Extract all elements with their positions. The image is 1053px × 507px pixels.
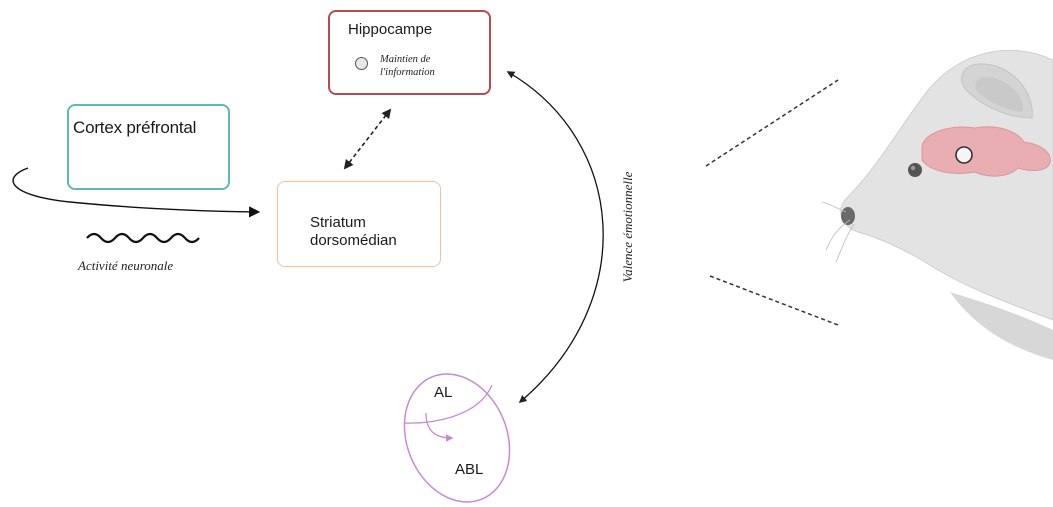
al-label: AL	[434, 384, 453, 401]
wave-icon	[86, 232, 200, 244]
amygdala-outline	[403, 373, 511, 503]
striatum-label: Striatum dorsomédian	[310, 214, 397, 250]
striatum-label-line2: dorsomédian	[310, 232, 397, 249]
prefrontal-cortex-label: Cortex préfrontal	[73, 118, 197, 137]
hippocampus-note-line1: Maintien de	[380, 54, 431, 65]
al-to-abl-arrow	[425, 412, 454, 442]
valence-arc-arrow	[506, 71, 604, 404]
hippocampus-note-line2: l'information	[380, 67, 435, 78]
striatum-label-line1: Striatum	[310, 214, 366, 231]
neuronal-activity-label: Activité neuronale	[78, 258, 174, 273]
prefrontal-cortex-box: Cortex préfrontal	[67, 104, 230, 190]
rat-head-icon	[821, 49, 1053, 360]
emotional-valence-label: Valence émotionnelle	[620, 171, 635, 283]
brain-icon	[921, 126, 1051, 177]
information-dot-icon	[355, 57, 368, 70]
hippocampus-box: Hippocampe Maintien de l'information	[328, 10, 491, 95]
recording-site-icon	[955, 146, 973, 164]
striatum-box: Striatum dorsomédian	[277, 181, 441, 267]
hippocampus-label: Hippocampe	[348, 21, 433, 38]
view-line-top	[705, 79, 839, 167]
amygdala-division	[403, 384, 493, 424]
view-line-bottom	[709, 275, 839, 326]
cortex-to-striatum-arrow	[12, 167, 261, 218]
hippocampus-note: Maintien de l'information	[380, 53, 435, 79]
abl-label: ABL	[455, 461, 484, 478]
striatum-hippocampus-arrow	[343, 108, 392, 170]
